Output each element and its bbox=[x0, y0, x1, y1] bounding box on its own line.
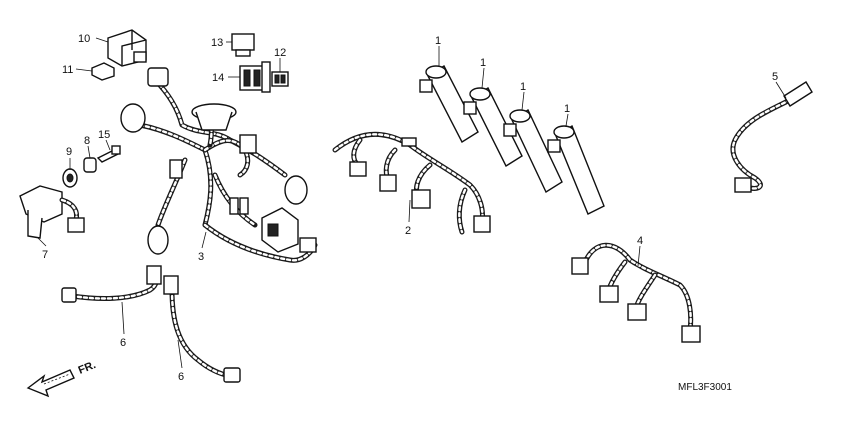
part-14-relay-holder bbox=[239, 61, 271, 93]
callout-1-c: 1 bbox=[520, 81, 526, 93]
callout-1-b: 1 bbox=[480, 57, 486, 69]
callout-14: 14 bbox=[212, 72, 224, 84]
part-8-collar bbox=[83, 157, 97, 173]
front-direction-arrow bbox=[26, 369, 75, 398]
part-15-bolt bbox=[96, 145, 121, 163]
direction-label: FR. bbox=[77, 359, 98, 377]
leader-lines bbox=[37, 37, 787, 369]
part-10-module bbox=[107, 29, 147, 67]
part-1-ignition-coil-d bbox=[547, 124, 605, 215]
callout-2: 2 bbox=[405, 225, 411, 237]
callout-10: 10 bbox=[78, 33, 90, 45]
diagram-part-code: MFL3F3001 bbox=[678, 382, 732, 393]
part-2-injector-harness bbox=[332, 131, 491, 235]
callout-8: 8 bbox=[84, 135, 90, 147]
part-5-sensor-lead bbox=[730, 81, 813, 193]
part-9-grommet bbox=[62, 168, 78, 188]
callout-13: 13 bbox=[211, 37, 223, 49]
callout-3: 3 bbox=[198, 251, 204, 263]
callout-1-d: 1 bbox=[564, 103, 570, 115]
callout-labels: 10 11 13 12 14 9 8 15 7 3 6 6 1 1 1 1 2 … bbox=[42, 33, 778, 383]
part-7-sensor bbox=[19, 185, 85, 239]
part-1-ignition-coil-b bbox=[463, 86, 523, 168]
callout-9: 9 bbox=[66, 146, 72, 158]
part-11-cap bbox=[91, 62, 115, 81]
callout-6-b: 6 bbox=[178, 371, 184, 383]
part-3-main-harness bbox=[120, 67, 318, 263]
callout-15: 15 bbox=[98, 129, 110, 141]
part-1-ignition-coil-a bbox=[419, 65, 479, 143]
part-6-subharness-a bbox=[61, 265, 162, 303]
part-6-subharness-b bbox=[163, 275, 241, 383]
callout-11: 11 bbox=[62, 64, 73, 76]
callout-7: 7 bbox=[42, 249, 48, 261]
part-1-ignition-coil-c bbox=[503, 108, 563, 194]
part-13-relay bbox=[231, 33, 255, 57]
callout-1-a: 1 bbox=[435, 35, 441, 47]
callout-12: 12 bbox=[274, 47, 286, 59]
callout-6-a: 6 bbox=[120, 337, 126, 349]
part-12-cover bbox=[271, 71, 289, 87]
callout-4: 4 bbox=[637, 235, 643, 247]
part-4-subharness bbox=[571, 242, 701, 343]
callout-5: 5 bbox=[772, 71, 778, 83]
